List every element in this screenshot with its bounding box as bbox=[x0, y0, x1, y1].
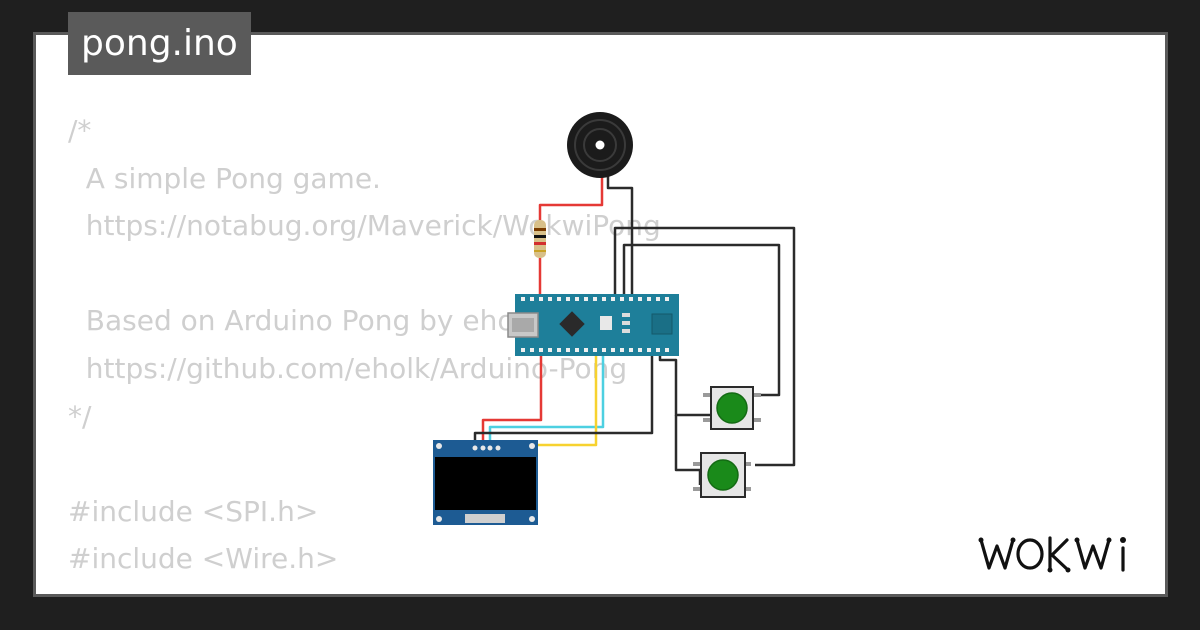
code-line: https://notabug.org/Maverick/WokwiPong bbox=[68, 209, 661, 243]
code-line: https://github.com/eholk/Arduino-Pong bbox=[68, 351, 628, 385]
wire-oled-gnd bbox=[473, 352, 654, 448]
wire-buzzer-gnd bbox=[606, 176, 634, 298]
wokwi-logo-icon bbox=[978, 536, 1126, 573]
wire-button1 bbox=[622, 243, 781, 397]
resistor-icon[interactable] bbox=[534, 220, 546, 258]
file-tab[interactable]: pong.ino bbox=[68, 12, 251, 75]
code-line: #include <Wire.h> bbox=[68, 542, 339, 576]
wire-buzzer-resistor bbox=[538, 176, 604, 220]
code-line: /* bbox=[68, 114, 92, 147]
code-line: Based on Arduino Pong by eholk bbox=[68, 304, 539, 338]
code-background: /* A simple Pong game. https://notabug.o… bbox=[68, 107, 661, 594]
code-line: A simple Pong game. bbox=[68, 161, 381, 195]
code-line: #include <Adafruit_GFX.h> bbox=[68, 583, 661, 594]
code-line: */ bbox=[68, 399, 92, 433]
code-line: #include <SPI.h> bbox=[68, 494, 319, 528]
wire-button2 bbox=[613, 226, 796, 467]
oled-display-icon[interactable] bbox=[433, 440, 538, 525]
arduino-nano-icon[interactable] bbox=[507, 294, 679, 356]
buzzer-icon[interactable] bbox=[567, 112, 633, 178]
wire-oled-scl bbox=[488, 352, 605, 448]
wire-gnd-button1 bbox=[658, 352, 710, 417]
pushbutton-icon[interactable] bbox=[703, 386, 761, 430]
wire-gnd-button2 bbox=[674, 415, 702, 485]
pushbutton-icon[interactable] bbox=[693, 452, 751, 498]
file-tab-label: pong.ino bbox=[81, 23, 238, 64]
